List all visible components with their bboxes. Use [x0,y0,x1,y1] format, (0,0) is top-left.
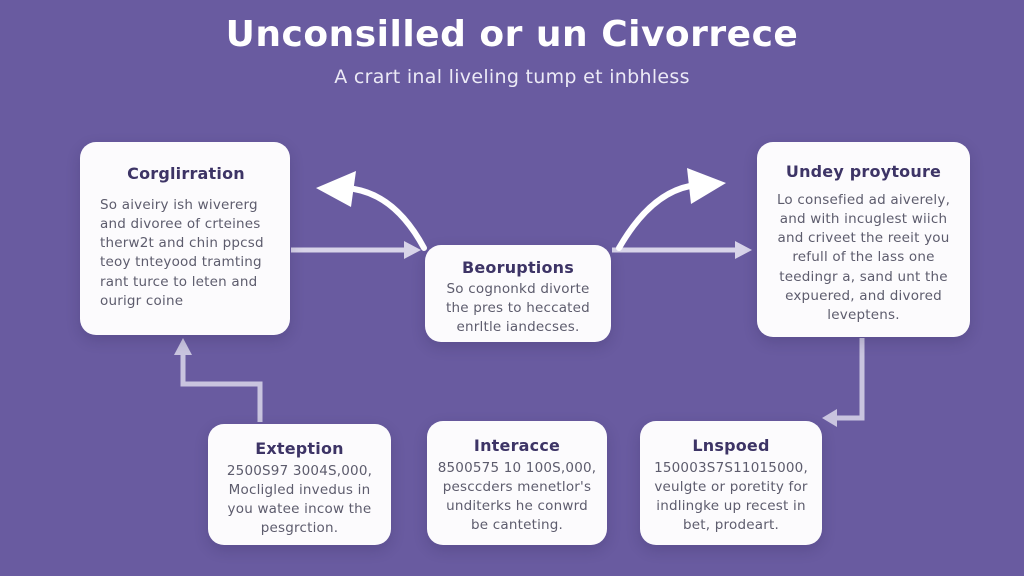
card-beoruptions: Beoruptions So cognonkd divorte the pres… [425,245,611,342]
card-lnspoed: Lnspoed 150003S7S11015000, veulgte or po… [640,421,822,545]
card-lnspoed-title: Lnspoed [692,436,770,455]
card-undey-proytoure: Undey proytoure Lo consefied ad aiverely… [757,142,970,337]
arrow-middle-to-right-icon [612,241,752,259]
curved-arrow-right-icon [616,168,726,251]
card-undey-proytoure-title: Undey proytoure [785,162,942,181]
card-corglirration-body: So aiveiry ish wivererg and divoree of c… [100,197,264,309]
card-exteption-title: Exteption [255,439,344,458]
card-corglirration-title: Corglirration [127,164,245,183]
page-subtitle: A crart inal liveling tump et inbhless [334,66,690,88]
curved-arrow-left-icon [316,171,427,251]
arrow-left-to-middle-icon [291,241,421,259]
card-beoruptions-body: So cognonkd divorte the pres to heccated… [446,281,590,336]
card-beoruptions-title: Beoruptions [461,258,574,277]
card-interacce-title: Interacce [473,436,561,455]
elbow-arrow-up-icon [174,338,263,422]
card-exteption-body: 2500S97 3004S,000, Mocligled invedus in … [226,463,373,537]
elbow-arrow-down-icon [822,338,865,427]
card-interacce: Interacce 8500575 10 100S,000, pesccders… [427,421,607,545]
card-exteption: Exteption 2500S97 3004S,000, Mocligled i… [208,424,391,545]
card-interacce-body: 8500575 10 100S,000, pesccders menetlor'… [437,460,597,534]
header: Unconsilled or un Civorrece A crart inal… [0,14,1024,88]
card-lnspoed-body: 150003S7S11015000, veulgte or poretity f… [654,460,808,534]
card-undey-proytoure-body: Lo consefied ad aiverely, and with incug… [776,192,951,323]
page-title: Unconsilled or un Civorrece [225,14,799,55]
card-corglirration: Corglirration So aiveiry ish wivererg an… [80,142,290,335]
